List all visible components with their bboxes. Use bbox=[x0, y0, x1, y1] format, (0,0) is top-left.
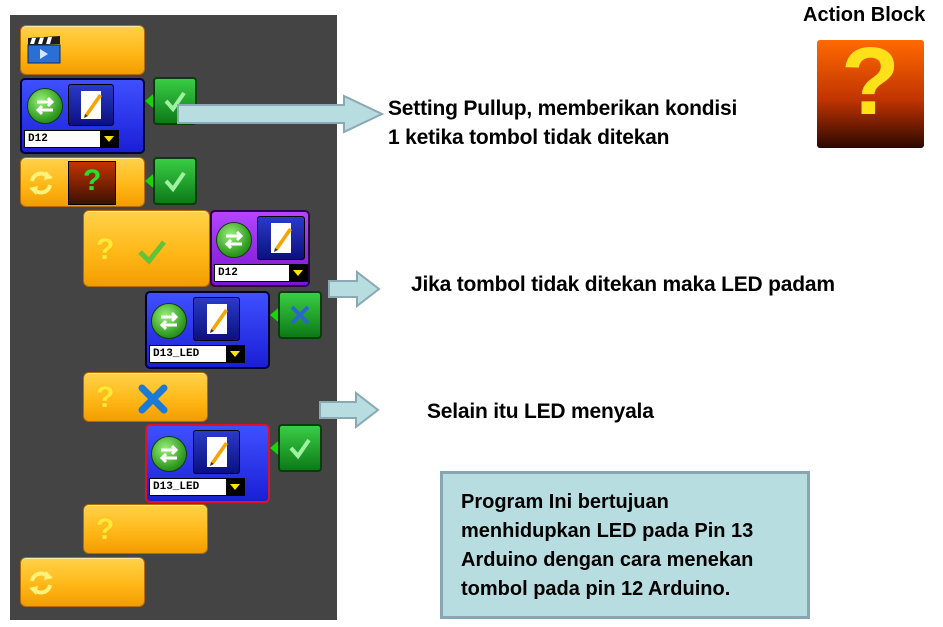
pencil-icon bbox=[193, 297, 240, 341]
swap-arrows-icon bbox=[151, 436, 187, 472]
question-icon: ? bbox=[817, 34, 924, 148]
digital-read-block[interactable]: D12 bbox=[210, 210, 310, 287]
led-on-annotation: Selain itu LED menyala bbox=[427, 400, 654, 423]
led-off-annotation: Jika tombol tidak ditekan maka LED padam bbox=[411, 273, 835, 296]
pin-mode-block[interactable]: D12 bbox=[20, 78, 145, 154]
write-pin-dropdown[interactable]: D13_LED bbox=[149, 478, 245, 496]
note-line-4: tombol pada pin 12 Arduino. bbox=[461, 578, 731, 600]
read-pin-dropdown-value: D12 bbox=[218, 267, 238, 279]
checkmark-icon bbox=[138, 240, 166, 265]
if-true-block[interactable]: ? bbox=[83, 210, 210, 287]
pin-dropdown-value: D12 bbox=[28, 133, 48, 145]
digital-write-on-block[interactable]: D13_LED bbox=[145, 424, 270, 503]
pin-dropdown[interactable]: D12 bbox=[24, 130, 119, 148]
swap-arrows-icon bbox=[151, 303, 187, 339]
swap-arrows-icon bbox=[216, 222, 252, 258]
chevron-down-icon[interactable] bbox=[226, 346, 244, 362]
pencil-icon bbox=[257, 216, 305, 260]
question-icon: ? bbox=[96, 233, 115, 266]
write-pin-dropdown-value: D13_LED bbox=[153, 348, 200, 360]
value-true-tab[interactable] bbox=[145, 77, 197, 127]
cross-icon bbox=[278, 291, 322, 339]
pullup-annotation-line2: 1 ketika tombol tidak ditekan bbox=[388, 126, 670, 149]
cross-icon bbox=[138, 384, 168, 414]
pencil-icon bbox=[68, 84, 114, 126]
digital-write-off-block[interactable]: D13_LED bbox=[145, 291, 270, 369]
checkmark-icon bbox=[278, 424, 322, 472]
end-loop-block[interactable] bbox=[20, 557, 145, 607]
question-icon: ? bbox=[96, 381, 115, 414]
loop-block[interactable]: ? bbox=[20, 157, 145, 207]
value-true-tab[interactable] bbox=[270, 424, 322, 474]
callout-arrow-led-on bbox=[319, 391, 380, 429]
pencil-icon bbox=[193, 430, 240, 474]
start-block[interactable] bbox=[20, 25, 145, 75]
note-line-3: Arduino dengan cara menekan bbox=[461, 549, 754, 571]
checkmark-icon bbox=[153, 157, 197, 205]
question-icon: ? bbox=[96, 513, 115, 546]
clapperboard-icon bbox=[27, 36, 61, 64]
description-note: Program Ini bertujuan menhidupkan LED pa… bbox=[440, 471, 810, 619]
pullup-annotation-line1: Setting Pullup, memberikan kondisi bbox=[388, 97, 738, 120]
question-condition-icon: ? bbox=[68, 161, 116, 205]
read-pin-dropdown[interactable]: D12 bbox=[214, 264, 308, 282]
action-block-title: Action Block bbox=[803, 4, 926, 26]
chevron-down-icon[interactable] bbox=[226, 479, 244, 495]
note-line-1: Program Ini bertujuan bbox=[461, 491, 669, 513]
chevron-down-icon[interactable] bbox=[100, 131, 118, 147]
repeat-icon bbox=[29, 571, 53, 595]
value-false-tab[interactable] bbox=[270, 291, 322, 341]
note-line-2: menhidupkan LED pada Pin 13 bbox=[461, 520, 754, 542]
end-if-block[interactable]: ? bbox=[83, 504, 208, 554]
callout-arrow-led-off bbox=[328, 270, 381, 308]
write-pin-dropdown[interactable]: D13_LED bbox=[149, 345, 245, 363]
loop-condition-tab[interactable] bbox=[145, 157, 197, 207]
swap-arrows-icon bbox=[27, 88, 63, 124]
checkmark-icon bbox=[153, 77, 197, 125]
chevron-down-icon[interactable] bbox=[289, 265, 307, 281]
else-block[interactable]: ? bbox=[83, 372, 208, 422]
write-pin-dropdown-value: D13_LED bbox=[153, 481, 200, 493]
callout-arrow-pullup bbox=[177, 94, 385, 134]
repeat-icon bbox=[29, 171, 53, 195]
